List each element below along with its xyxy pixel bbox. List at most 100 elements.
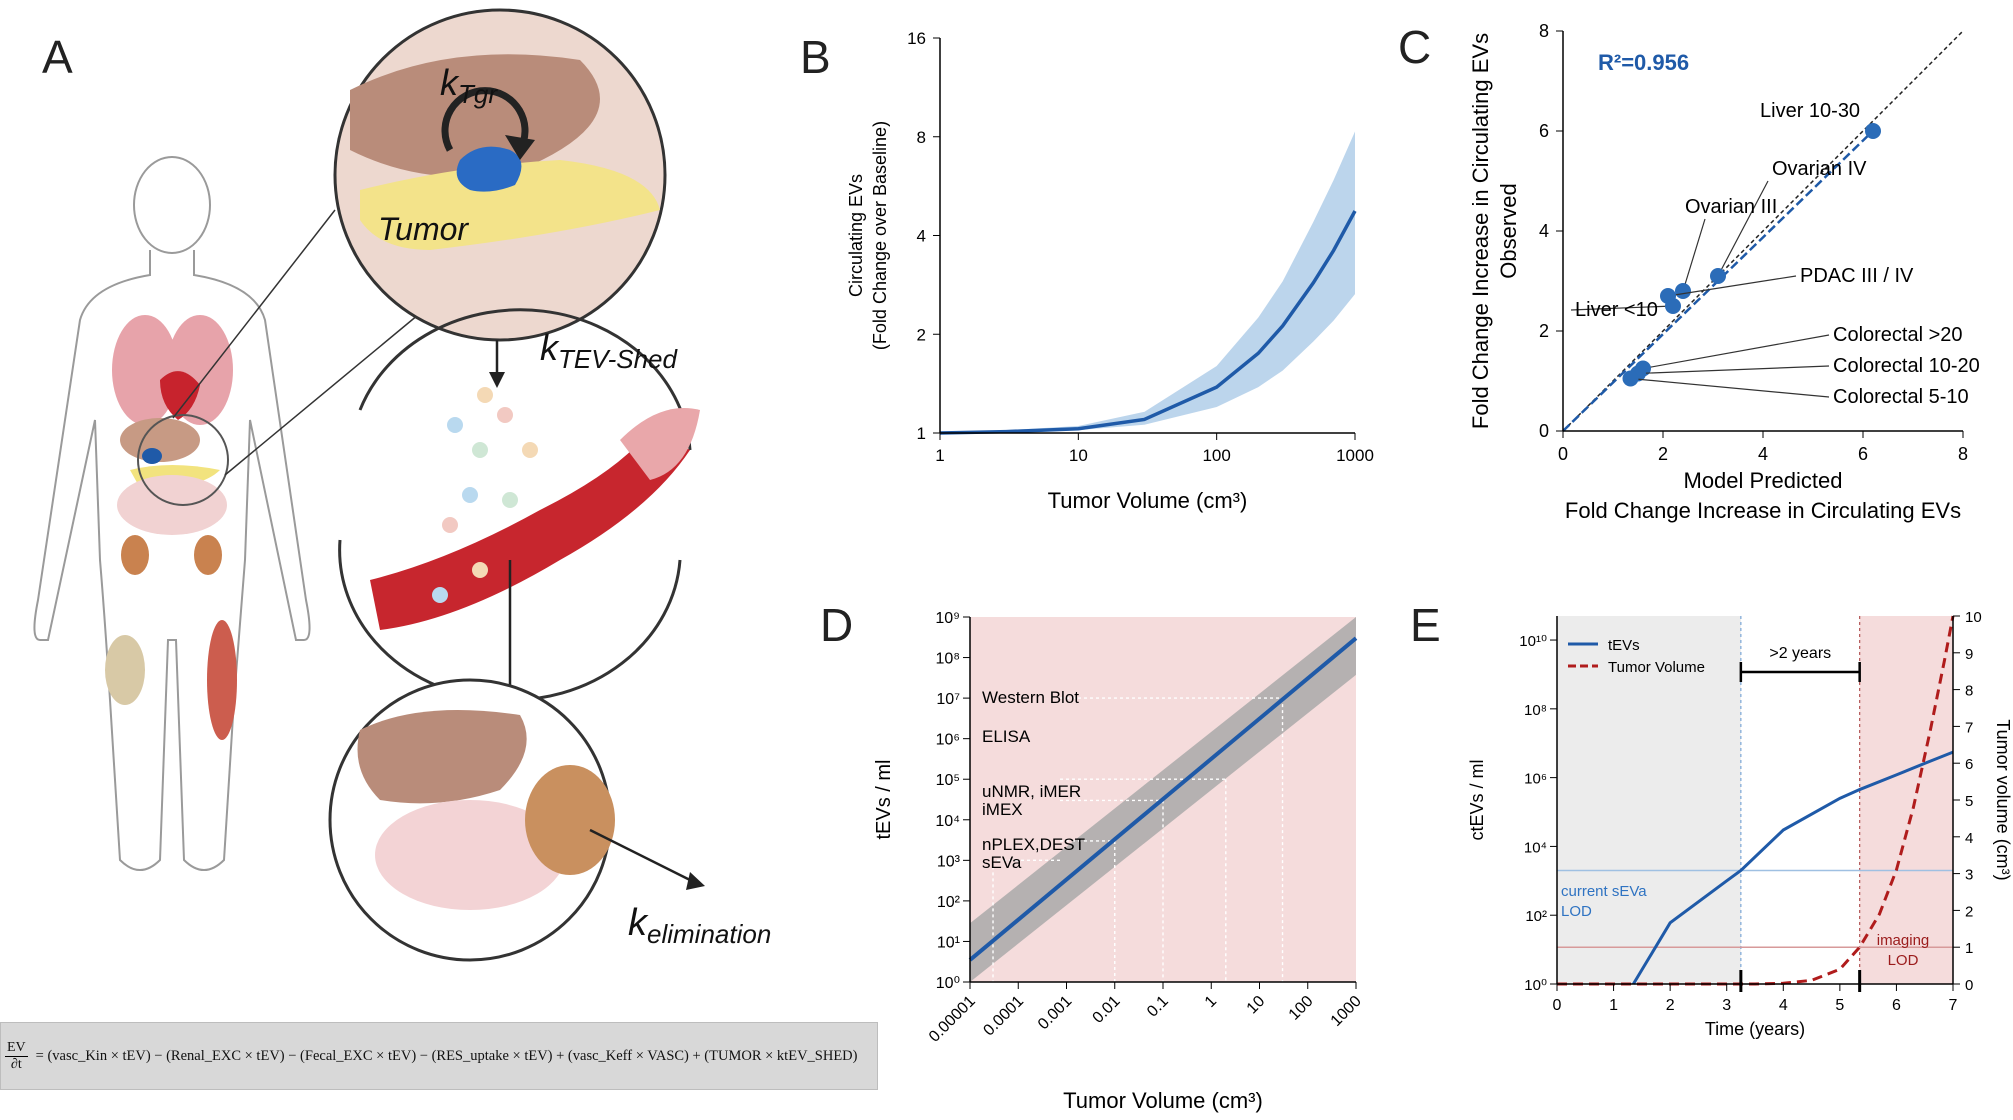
y2-tick-label: 10 <box>1965 609 1982 626</box>
data-point <box>1675 283 1691 299</box>
point-label: Colorectal 5-10 <box>1833 386 1969 408</box>
y-axis-label: tEVs / ml <box>873 759 895 839</box>
point-label: Ovarian III <box>1685 196 1777 218</box>
y2-tick-label: 1 <box>1965 940 1973 957</box>
k-elim-label: kelimination <box>628 902 771 949</box>
x-axis-label: Model Predicted <box>1684 468 1843 493</box>
y-tick-label: 10⁴ <box>1524 839 1547 856</box>
y-tick-label: 10⁸ <box>1524 702 1547 719</box>
x-tick-label: 3 <box>1722 997 1731 1014</box>
y2-tick-label: 4 <box>1965 830 1973 847</box>
x-tick-label: 4 <box>1758 444 1768 464</box>
y-axis-label: (Fold Change over Baseline) <box>870 121 890 350</box>
equation-fraction: EV ∂t <box>5 1040 28 1073</box>
tumor-label: Tumor <box>378 211 469 247</box>
x-tick-label: 0.01 <box>1090 993 1124 1027</box>
heart <box>160 371 200 420</box>
y2-tick-label: 6 <box>1965 756 1973 773</box>
imaging-lod-label: LOD <box>1888 952 1919 969</box>
y-axis-label: ctEVs / ml <box>1467 759 1487 840</box>
identity-line <box>1562 30 1964 432</box>
x-axis-label: Fold Change Increase in Circulating EVs <box>1565 498 1961 523</box>
leader-line <box>1630 377 1830 398</box>
leader-line <box>1717 180 1769 277</box>
shedding-circle: kTEV-Shed <box>338 308 700 702</box>
data-point <box>1665 298 1681 314</box>
x-tick-label: 5 <box>1835 997 1844 1014</box>
x-tick-label: 7 <box>1949 997 1958 1014</box>
tumor-blob <box>456 146 522 192</box>
y2-tick-label: 9 <box>1965 646 1973 663</box>
y-tick-label: 10⁸ <box>935 651 960 668</box>
panel-a-illustration: kTgr Tumor kTEV-Shed kelimination <box>33 8 771 962</box>
y-tick-label: 10¹ <box>937 934 960 951</box>
y2-axis-label: Tumor volume (cm³) <box>1993 719 2013 880</box>
method-label: nPLEX,DEST <box>982 835 1085 854</box>
point-label: Liver 10-30 <box>1760 100 1860 122</box>
data-point <box>1865 123 1881 139</box>
y2-tick-label: 3 <box>1965 867 1973 884</box>
data-point <box>1710 268 1726 284</box>
kidney-left <box>121 535 149 575</box>
tumor-zoom-circle: kTgr Tumor <box>333 8 667 342</box>
pre-detection-region <box>1557 616 1741 984</box>
panel-b-letter: B <box>800 31 831 83</box>
y-tick-label: 2 <box>1539 321 1549 341</box>
y2-tick-label: 2 <box>1965 903 1973 920</box>
series-line <box>968 636 1358 962</box>
series-line <box>939 210 1357 435</box>
y-tick-label: 10⁴ <box>935 813 960 830</box>
y-tick-label: 10⁷ <box>936 691 960 708</box>
x-axis-label: Tumor Volume (cm³) <box>1048 488 1248 513</box>
equation-rhs: = (vasc_Kin × tEV) − (Renal_EXC × tEV) −… <box>35 1047 858 1064</box>
kidney-right <box>194 535 222 575</box>
intestines-small <box>117 475 227 535</box>
y-tick-label: 10⁶ <box>936 732 960 749</box>
k-shed-label: kTEV-Shed <box>540 327 679 374</box>
x-tick-label: 0 <box>1553 997 1562 1014</box>
x-tick-label: 100 <box>1202 446 1230 465</box>
leader-line <box>1642 334 1830 370</box>
y-tick-label: 0 <box>1539 421 1549 441</box>
leader-line <box>1682 218 1706 292</box>
sEVa-lod-label: LOD <box>1561 903 1592 920</box>
x-tick-label: 10 <box>1244 993 1269 1018</box>
y-tick-label: 1 <box>917 424 926 443</box>
y2-tick-label: 8 <box>1965 683 1973 700</box>
y-tick-label: 4 <box>917 227 926 246</box>
imaging-region <box>1859 616 1953 984</box>
x-tick-label: 1000 <box>1336 446 1374 465</box>
imaging-lod-label: imaging <box>1877 932 1930 949</box>
x-tick-label: 0.001 <box>1035 993 1075 1033</box>
y2-tick-label: 0 <box>1965 977 1973 994</box>
x-axis-label: Tumor Volume (cm³) <box>1063 1088 1263 1113</box>
point-label: Colorectal 10-20 <box>1833 355 1980 377</box>
panel-e-letter: E <box>1410 599 1441 651</box>
x-tick-label: 2 <box>1666 997 1675 1014</box>
x-tick-label: 0.00001 <box>926 993 979 1046</box>
r2-annotation: R²=0.956 <box>1598 50 1689 75</box>
y-tick-label: 8 <box>1539 21 1549 41</box>
y-tick-label: 10⁹ <box>935 610 960 627</box>
y-tick-label: 10⁶ <box>1524 771 1547 788</box>
x-tick-label: 100 <box>1286 993 1317 1024</box>
muscle <box>207 620 237 740</box>
y-axis-label: Observed <box>1496 183 1521 278</box>
bone <box>105 635 145 705</box>
liver-small <box>120 418 200 462</box>
bracket-label: >2 years <box>1769 645 1831 662</box>
leader-line <box>1570 305 1674 311</box>
y-tick-label: 8 <box>917 128 926 147</box>
panel-d-letter: D <box>820 599 854 651</box>
x-tick-label: 1000 <box>1328 993 1365 1030</box>
equation-numerator: EV <box>5 1039 28 1057</box>
k-tgr-label: kTgr <box>440 62 498 109</box>
tEVs-line <box>1632 750 1954 985</box>
point-label: PDAC III / IV <box>1800 265 1914 287</box>
y-tick-label: 2 <box>917 325 926 344</box>
zoom-circle-small <box>137 414 229 506</box>
x-tick-label: 8 <box>1958 444 1968 464</box>
y-tick-label: 10² <box>1525 908 1547 925</box>
tumor-small <box>142 448 162 464</box>
